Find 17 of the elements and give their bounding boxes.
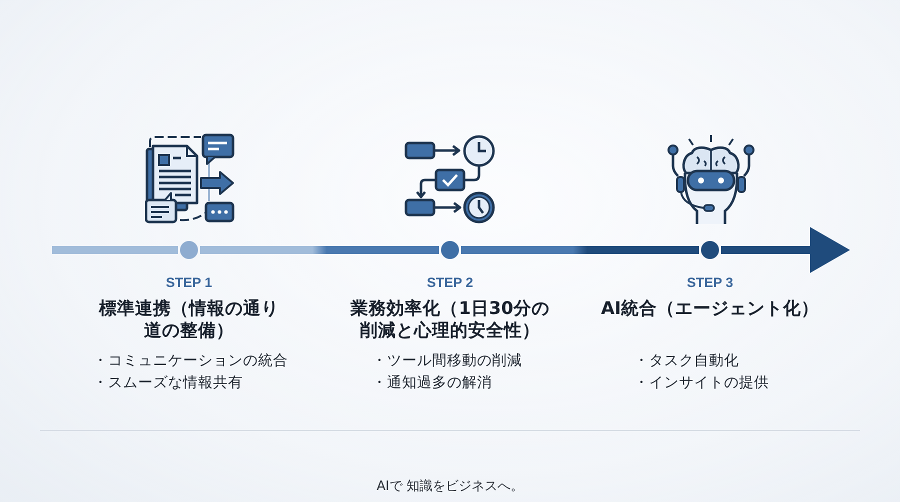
step-heading: 業務効率化（1日30分の削減と心理的安全性） [350, 298, 550, 342]
tagline: AIで 知識をビジネスへ。 [376, 479, 524, 495]
step-label: STEP 3 [686, 275, 734, 291]
timeline-arrow [721, 227, 850, 273]
step-label: STEP 2 [426, 275, 474, 291]
bullet-item: ・通知過多の解消 [372, 374, 492, 393]
step-label: STEP 1 [166, 275, 212, 291]
bullet-item: ・コミュニケーションの統合 [93, 352, 288, 371]
bullet-item: ・ツール間移動の削減 [372, 352, 522, 371]
step-heading: 標準連携（情報の通り道の整備） [98, 298, 280, 342]
step-heading: AI統合（エージェント化） [600, 298, 820, 320]
timeline-dot [441, 241, 459, 259]
bullet-item: ・スムーズな情報共有 [93, 374, 243, 393]
bullet-item: ・インサイトの提供 [634, 374, 769, 393]
timeline-dot [180, 241, 198, 259]
bullet-item: ・タスク自動化 [634, 352, 739, 371]
timeline-dot [701, 241, 719, 259]
